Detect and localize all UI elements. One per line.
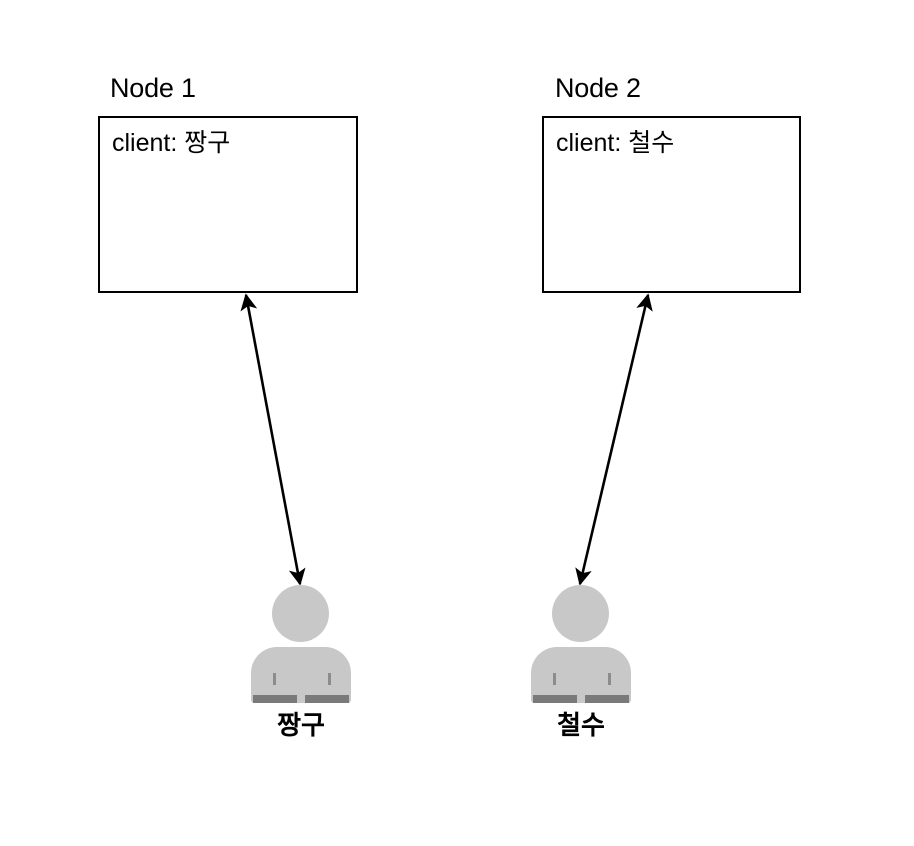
person-icon (523, 585, 639, 703)
actor-label-1: 짱구 (277, 710, 325, 740)
person-foot-left (253, 695, 297, 703)
actor-label-2: 철수 (557, 710, 605, 740)
node-box-2[interactable]: client: 철수 (542, 116, 801, 293)
person-foot-right (305, 695, 349, 703)
person-body (531, 647, 631, 703)
node-client-label-1: client: 짱구 (112, 129, 231, 157)
person-arm-left (553, 673, 556, 685)
person-arm-right (328, 673, 331, 685)
node-box-1[interactable]: client: 짱구 (98, 116, 358, 293)
person-arm-right (608, 673, 611, 685)
person-head (272, 585, 329, 642)
node-client-label-2: client: 철수 (556, 129, 675, 157)
person-icon (243, 585, 359, 703)
node-title-2: Node 2 (555, 73, 641, 103)
actor-2[interactable]: 철수 (523, 585, 639, 740)
node-title-1: Node 1 (110, 73, 196, 103)
actor-1[interactable]: 짱구 (243, 585, 359, 740)
person-foot-right (585, 695, 629, 703)
person-arm-left (273, 673, 276, 685)
person-foot-left (533, 695, 577, 703)
connection-arrow-node2-actor2 (575, 293, 653, 586)
connection-arrow-node1-actor1 (240, 293, 306, 586)
person-body (251, 647, 351, 703)
person-head (552, 585, 609, 642)
